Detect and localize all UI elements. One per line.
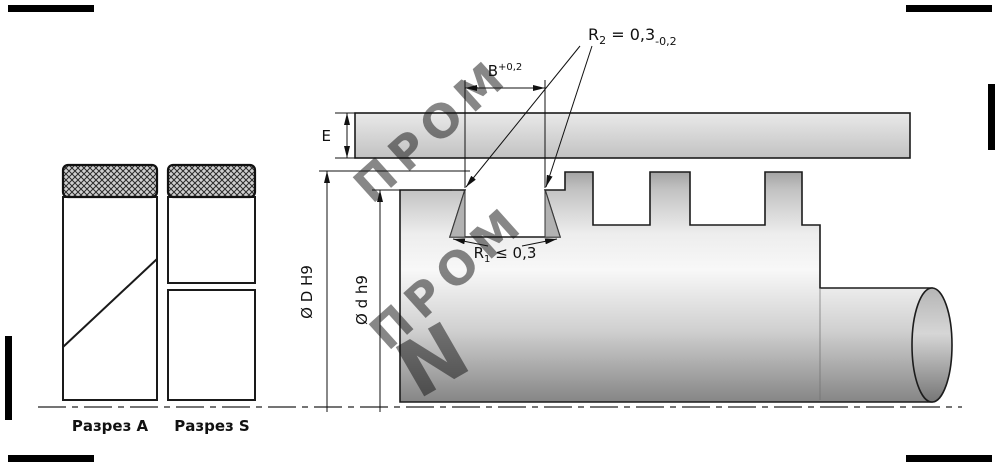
cylinder-housing-bar <box>354 112 911 159</box>
dim-d2-label: Ø d h9 <box>353 275 371 325</box>
label-r1: R1 ≤ 0,3 <box>474 244 537 265</box>
corner-mark-top-right <box>906 5 992 12</box>
leader-r2-left <box>465 45 581 188</box>
leader-r1-right <box>521 238 558 247</box>
section-a-label: Разрез A <box>72 417 149 435</box>
dimensions: B+0,2 E Ø D H9 Ø d h9 R2 = 0,3-0, <box>298 25 677 412</box>
dim-b: B+0,2 <box>464 62 546 188</box>
dim-d-label: Ø D H9 <box>298 265 316 319</box>
corner-mark-bottom-right <box>906 455 992 462</box>
leader-r1-left <box>452 238 489 247</box>
callout-r2: R2 = 0,3-0,2 <box>465 25 677 188</box>
corner-mark-left-edge <box>5 336 12 420</box>
dim-inner-diameter: Ø d h9 <box>353 189 452 412</box>
section-s-hatched-cap <box>166 163 257 199</box>
dim-e: E <box>322 112 356 159</box>
dim-e-label: E <box>322 127 331 145</box>
section-view-s: Разрез S <box>166 163 257 435</box>
section-s-label: Разрез S <box>174 417 249 435</box>
callout-r1: R1 ≤ 0,3 <box>452 238 558 265</box>
section-a-hatched-cap <box>61 163 159 199</box>
section-s-body-lower <box>167 289 256 401</box>
section-s-body-upper <box>167 196 256 284</box>
corner-marks <box>5 5 995 462</box>
corner-mark-bottom-left <box>8 455 94 462</box>
corner-mark-right-edge <box>988 84 995 150</box>
leader-r2-right <box>545 45 593 188</box>
seal-groove <box>449 189 561 238</box>
corner-mark-top-left <box>8 5 94 12</box>
section-a-body <box>62 196 158 401</box>
section-view-a: Разрез A <box>61 163 159 435</box>
dim-outer-diameter: Ø D H9 <box>298 170 470 412</box>
label-r2: R2 = 0,3-0,2 <box>588 25 677 48</box>
dim-b-label: B+0,2 <box>488 62 523 80</box>
shaft-end-cap <box>911 287 953 403</box>
section-a-lip-line <box>62 258 158 348</box>
